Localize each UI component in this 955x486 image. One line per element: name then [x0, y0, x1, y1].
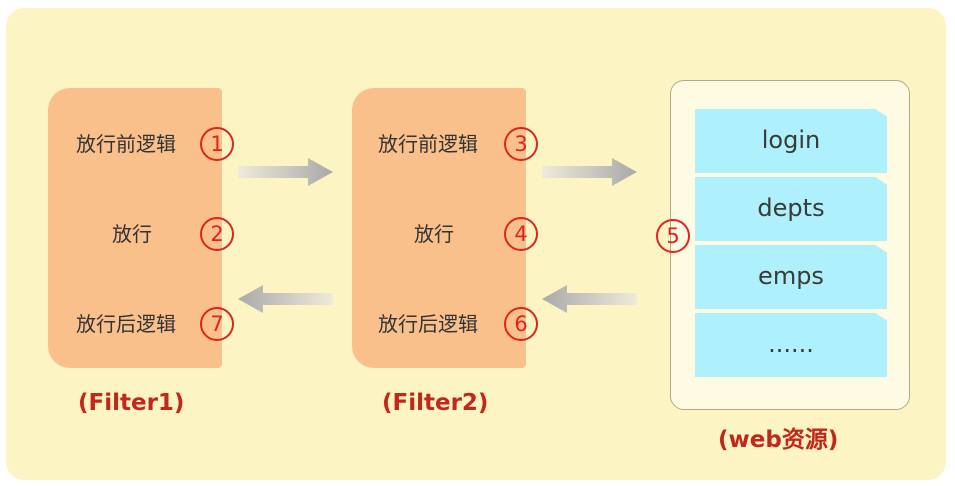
resource-more: ...... [695, 313, 887, 377]
filter2-box: 放行前逻辑 3 放行 4 放行后逻辑 6 [352, 88, 538, 368]
filter2-row-pass: 放行 4 [352, 216, 538, 252]
filter2-label: (Filter2) [382, 390, 489, 416]
step-1-badge: 1 [200, 127, 234, 161]
filter1-box: 放行前逻辑 1 放行 2 放行后逻辑 7 [48, 88, 234, 368]
step-6-badge: 6 [504, 307, 538, 341]
resource-emps: emps [695, 245, 887, 309]
step-7-badge: 7 [200, 307, 234, 341]
filter1-label: (Filter1) [78, 390, 185, 416]
web-resources-label: (web资源) [718, 427, 839, 453]
filter2-before-text: 放行前逻辑 [378, 132, 478, 156]
filter2-pass-text: 放行 [414, 222, 454, 246]
filter1-row-before: 放行前逻辑 1 [48, 126, 234, 162]
step-2-badge: 2 [200, 217, 234, 251]
filter1-pass-text: 放行 [112, 222, 152, 246]
filter2-row-after: 放行后逻辑 6 [352, 306, 538, 342]
filter1-row-pass: 放行 2 [48, 216, 234, 252]
web-resources-box: login depts emps ...... [670, 80, 910, 410]
arrow-filter1-to-filter2 [238, 158, 333, 186]
filter1-row-after: 放行后逻辑 7 [48, 306, 234, 342]
filter1-after-text: 放行后逻辑 [76, 312, 176, 336]
arrow-filter2-to-web [542, 158, 637, 186]
filter1-before-text: 放行前逻辑 [76, 132, 176, 156]
step-5-badge: 5 [656, 219, 690, 253]
flow-arrows [238, 158, 637, 313]
arrow-web-to-filter2 [542, 285, 637, 313]
resource-login: login [695, 109, 887, 173]
step-4-badge: 4 [504, 217, 538, 251]
resource-depts: depts [695, 177, 887, 241]
filter2-row-before: 放行前逻辑 3 [352, 126, 538, 162]
step-3-badge: 3 [504, 127, 538, 161]
filter2-after-text: 放行后逻辑 [378, 312, 478, 336]
arrow-filter2-to-filter1 [238, 285, 333, 313]
